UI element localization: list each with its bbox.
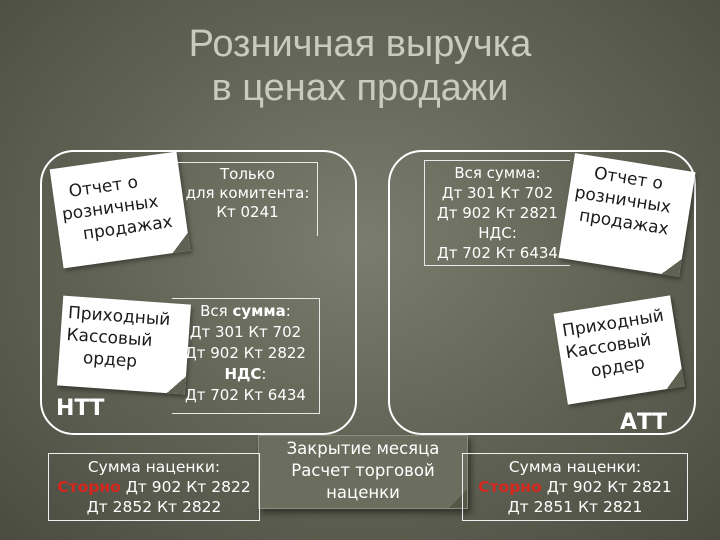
region-att [388,150,696,435]
commission-line-1: Только [219,165,275,183]
month-closing-card: Закрытие месяца Расчет торговой наценки [258,435,468,509]
right-sum-line-1: Вся сумма: [454,164,541,182]
storno-left: Сторно [57,478,121,496]
slide-title: Розничная выручка в ценах продажи [0,22,720,110]
closing-line-2: Расчет торговой [291,461,435,480]
right-sum-line-3: Дт 902 Кт 2821 [437,204,558,222]
label-ntt: НТТ [56,396,105,421]
vat-bold: НДС [224,365,262,383]
closing-line-1: Закрытие месяца [286,439,440,458]
commission-note: Только для комитента: Кт 0241 [178,162,318,236]
sum-line-2: Дт 301 Кт 702 [189,323,302,341]
sum-suffix: : [285,302,291,320]
markup-left-line-1: Сумма наценки: [87,458,221,476]
markup-left-entry: Дт 902 Кт 2822 [120,478,251,496]
right-sum-line-2: Дт 301 Кт 702 [441,184,554,202]
sum-prefix: Вся [200,302,233,320]
region-ntt [40,150,357,435]
markup-right-line-1: Сумма наценки: [508,458,642,476]
retail-sales-report-card-right: Отчет о розничных продажах [558,153,696,277]
sum-note-right: Вся сумма: Дт 301 Кт 702 Дт 902 Кт 2821 … [424,160,570,266]
commission-line-2: для комитента: [185,184,310,202]
markup-right-entry: Дт 902 Кт 2821 [541,478,672,496]
closing-line-3: наценки [326,483,400,502]
markup-left-line-3: Дт 2852 Кт 2822 [86,498,222,516]
retail-sales-report-card-left: Отчет о розничных продажах [49,151,191,269]
cash-receipt-card-left: Приходный Кассовый ордер [57,295,191,395]
markup-right-line-2: Сторно Дт 902 Кт 2821 [463,477,687,497]
sum-bold: сумма [232,302,286,320]
sum-note-left: Вся сумма: Дт 301 Кт 702 Дт 902 Кт 2822 … [172,298,320,414]
vat-line: НДС: [176,364,315,385]
page-fold-icon [661,256,682,277]
page-fold-icon [663,368,685,390]
storno-right: Сторно [478,478,542,496]
label-att: АТТ [620,410,668,435]
right-sum-line-5: Дт 702 Кт 6434 [437,244,558,262]
sum-line-5: Дт 702 Кт 6434 [185,386,306,404]
title-line-1: Розничная выручка [188,23,532,65]
sum-line-3: Дт 902 Кт 2822 [185,344,306,362]
vat-suffix: : [261,365,267,383]
markup-left-line-2: Сторно Дт 902 Кт 2822 [49,477,259,497]
right-sum-line-4: НДС: [478,224,517,242]
cash-receipt-card-right: Приходный Кассовый ордер [553,295,685,405]
title-line-2: в ценах продажи [211,67,509,109]
markup-sum-box-left: Сумма наценки: Сторно Дт 902 Кт 2822 Дт … [48,453,260,521]
markup-sum-box-right: Сумма наценки: Сторно Дт 902 Кт 2821 Дт … [462,453,688,521]
markup-right-line-3: Дт 2851 Кт 2821 [507,498,643,516]
sum-line-1: Вся сумма: [176,301,315,322]
commission-line-3: Кт 0241 [216,203,279,221]
